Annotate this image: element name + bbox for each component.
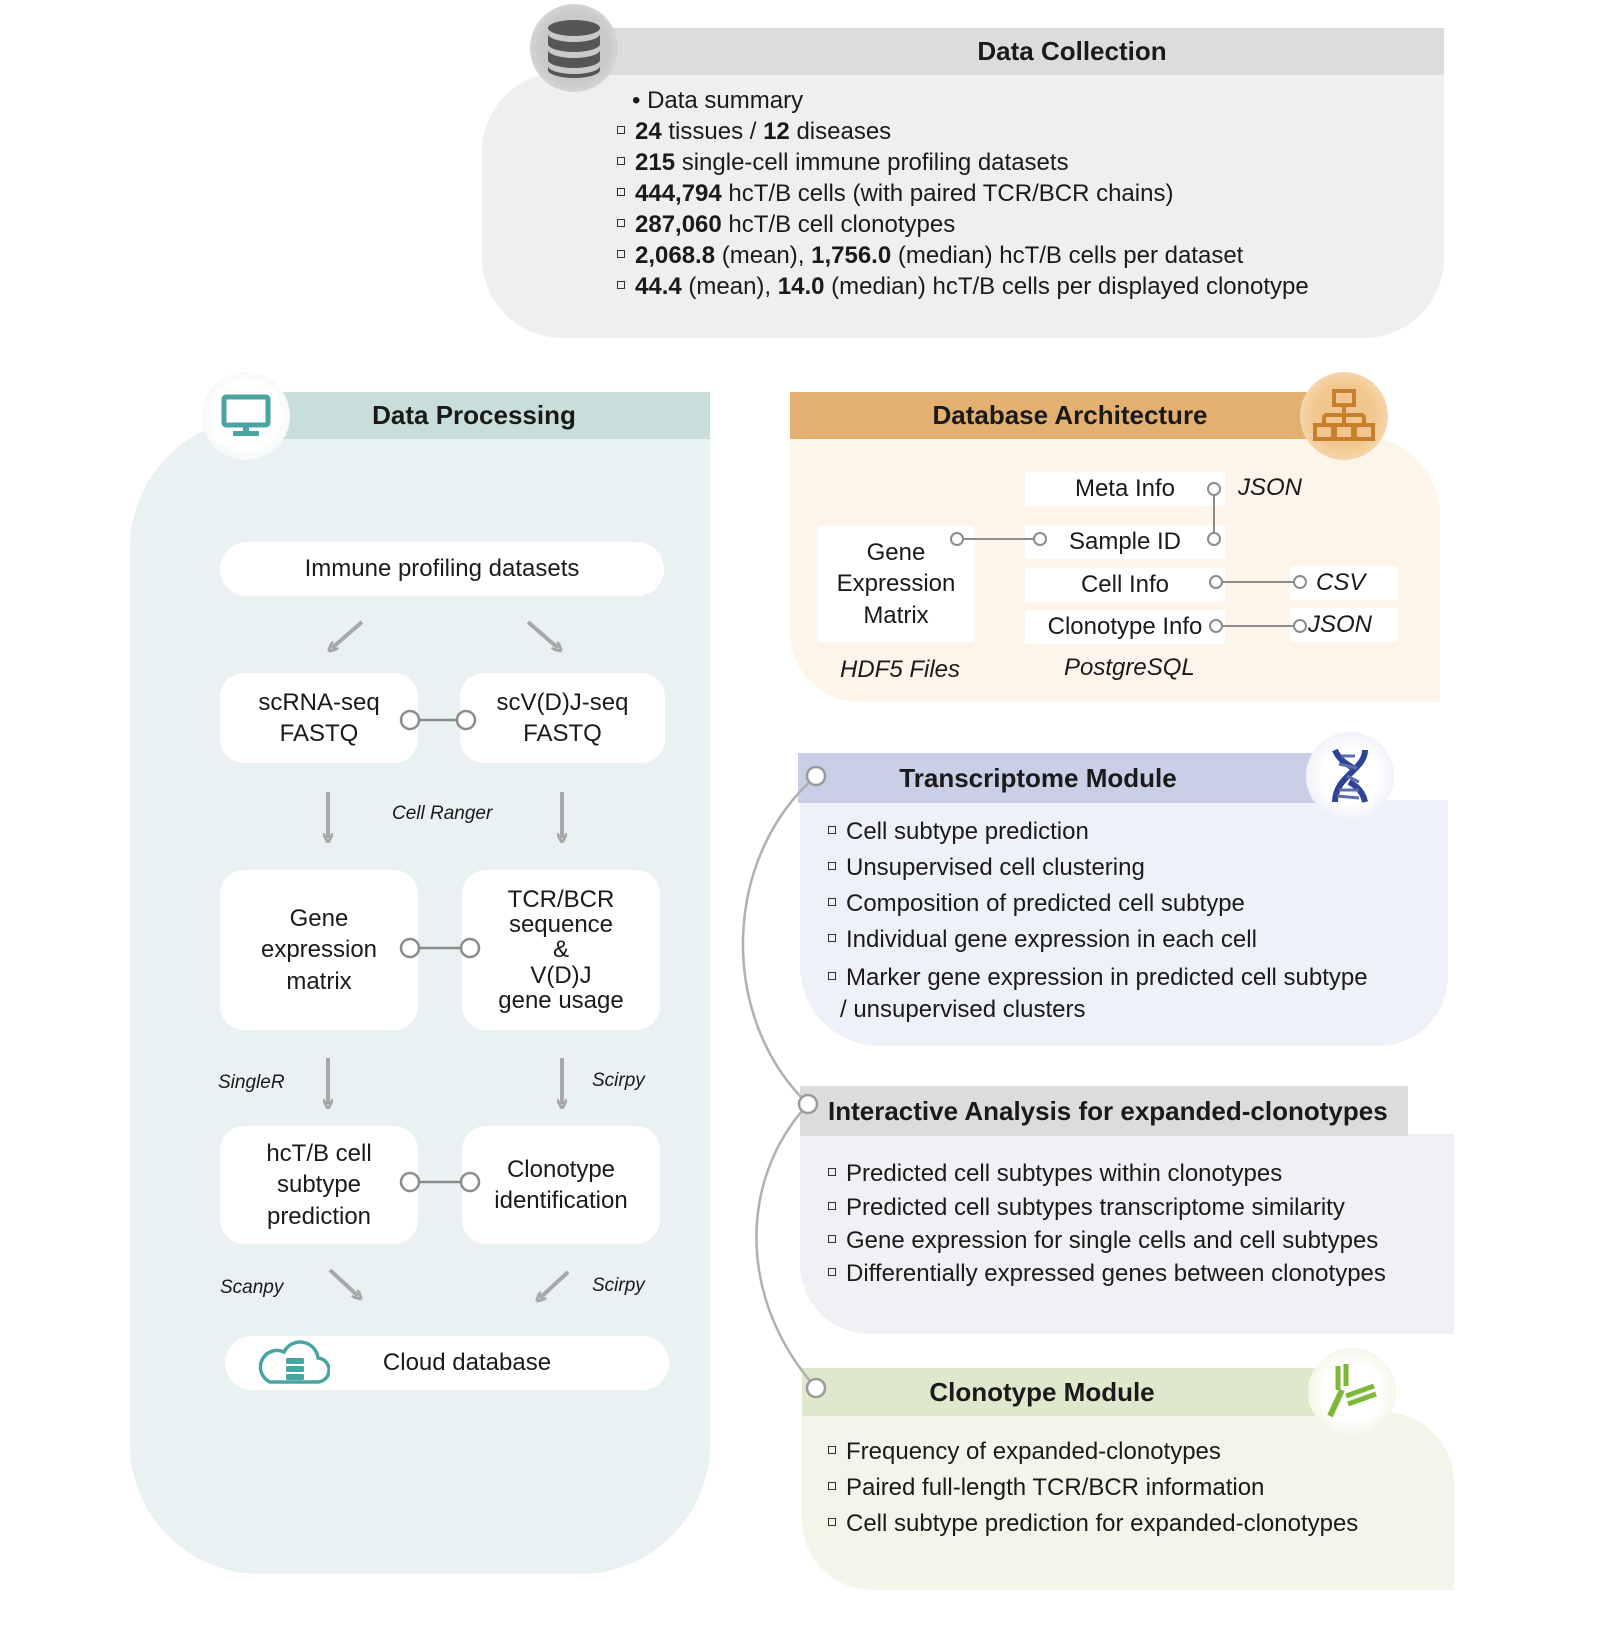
interactive-item: Predicted cell subtypes transcriptome si… [828,1196,1345,1220]
tool-cell-ranger: Cell Ranger [392,803,493,824]
data-summary-item: 287,060 hcT/B cell clonotypes [617,213,955,237]
interactive-item: Differentially expressed genes between c… [828,1262,1386,1286]
interactive-panel [800,1134,1454,1334]
transcriptome-item: Marker gene expression in predicted cell… [828,966,1368,990]
tool-scirpy-1: Scirpy [592,1070,645,1091]
clonotype-title: Clonotype Module [929,1376,1155,1407]
tool-scirpy-2: Scirpy [592,1275,645,1296]
transcriptome-item: / unsupervised clusters [840,996,1086,1023]
csv-box: CSV [1290,566,1398,600]
scrna-seq-node: scRNA-seq FASTQ [220,673,418,763]
database-icon [530,4,618,92]
transcriptome-item: Unsupervised cell clustering [828,856,1145,880]
transcriptome-panel [800,800,1448,1046]
dna-icon [1306,732,1394,820]
json-label-2: JSON [1308,611,1373,639]
tool-scanpy: Scanpy [220,1277,284,1298]
data-processing-header: Data Processing [268,392,710,439]
data-summary-item: 444,794 hcT/B cells (with paired TCR/BCR… [617,182,1173,206]
cloud-database-label: Cloud database [382,1349,552,1377]
cloud-database-icon [258,1338,331,1393]
data-collection-panel [482,72,1444,338]
data-summary-item: 24 tissues / 12 diseases [617,120,891,144]
transcriptome-item: Cell subtype prediction [828,820,1089,844]
json-label-1: JSON [1238,474,1303,501]
clonotype-info-box: Clonotype Info [1025,610,1225,644]
transcriptome-item: Composition of predicted cell subtype [828,892,1245,916]
clonotype-header: Clonotype Module [802,1368,1322,1416]
transcriptome-header: Transcriptome Module [798,753,1318,803]
clonotype-panel [802,1412,1454,1590]
clonotype-item: Cell subtype prediction for expanded-clo… [828,1512,1358,1536]
data-summary-item: 44.4 (mean), 14.0 (median) hcT/B cells p… [617,275,1309,299]
arrow-immune-to-scvdj [526,620,558,648]
immune-datasets-node: Immune profiling datasets [220,542,664,596]
interactive-item: Predicted cell subtypes within clonotype… [828,1162,1282,1186]
network-icon [1300,372,1388,460]
transcriptome-item: Individual gene expression in each cell [828,928,1257,952]
cell-info-box: Cell Info [1025,568,1225,602]
data-summary-item: 2,068.8 (mean), 1,756.0 (median) hcT/B c… [617,244,1243,268]
data-processing-title: Data Processing [372,400,576,430]
clonotype-identification-node: Clonotype identification [462,1126,660,1244]
monitor-icon [202,372,290,460]
gene-expression-matrix-box: Gene Expression Matrix [818,526,974,642]
meta-info-box: Meta Info [1025,472,1225,506]
tool-singler: SingleR [218,1072,285,1093]
json-box-2: JSON [1290,608,1398,642]
scvdj-seq-node: scV(D)J-seq FASTQ [460,673,665,763]
interactive-item: Gene expression for single cells and cel… [828,1229,1378,1253]
sample-id-box: Sample ID [1025,525,1225,559]
gene-expression-matrix-node: Gene expression matrix [220,870,418,1030]
interactive-header: Interactive Analysis for expanded-clonot… [800,1086,1408,1136]
subtype-prediction-node: hcT/B cell subtype prediction [220,1126,418,1244]
database-architecture-title: Database Architecture [932,400,1208,430]
data-summary-label: • Data summary [632,87,804,114]
hdf5-files-label: HDF5 Files [840,656,961,683]
data-collection-header: Data Collection [600,28,1444,75]
tcr-bcr-node: TCR/BCR sequence & V(D)J gene usage [462,870,660,1030]
postgresql-label: PostgreSQL [1064,654,1195,681]
arrow-subtype-to-cloud [328,1268,358,1296]
data-summary-item: 215 single-cell immune profiling dataset… [617,151,1069,175]
database-architecture-header: Database Architecture [790,392,1310,439]
csv-label: CSV [1316,569,1366,597]
arrow-immune-to-scrna [332,620,364,648]
transcriptome-title: Transcriptome Module [899,762,1177,793]
interactive-title: Interactive Analysis for expanded-clonot… [828,1095,1388,1126]
clonotype-item: Paired full-length TCR/BCR information [828,1476,1264,1500]
clonotype-item: Frequency of expanded-clonotypes [828,1440,1221,1464]
arrow-clono-to-cloud [540,1270,570,1298]
antibody-icon [1308,1348,1396,1436]
data-collection-title: Data Collection [977,36,1167,66]
